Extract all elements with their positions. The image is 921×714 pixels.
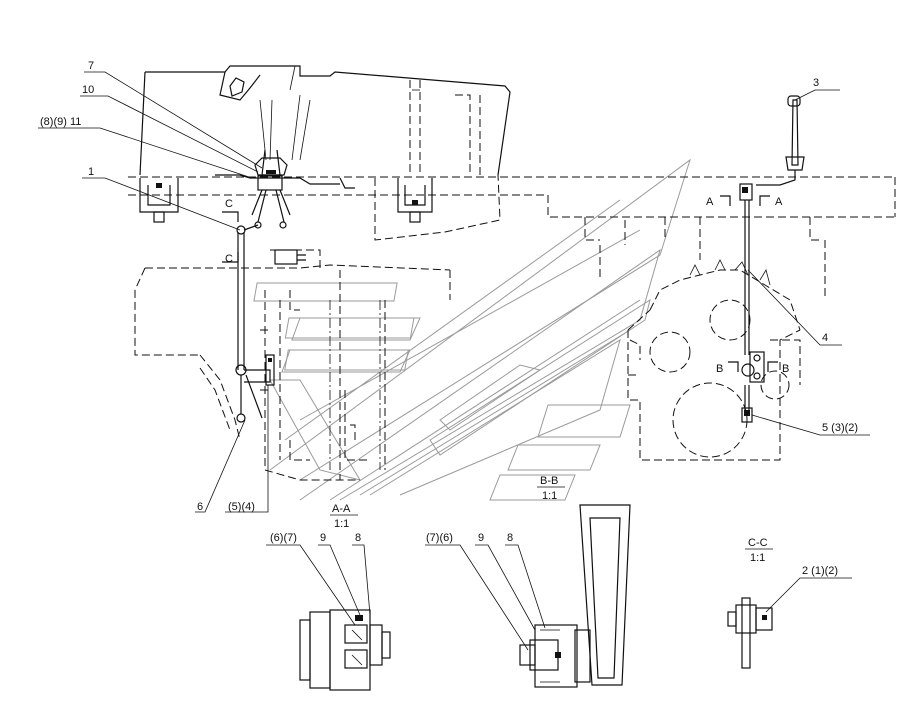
callout-3: 3 [813,77,819,89]
detail-a-callout-9: 9 [320,532,326,544]
callouts: 7 10 (8)(9) 11 1 6 (5)(4) 3 4 5 (3)(2) [38,60,870,513]
mount-bracket-left [139,178,179,223]
linkage-rod-left [235,224,275,423]
callout-1: 1 [88,166,94,178]
floor-plate-right [547,176,896,300]
section-marks: C C A A B B [222,195,789,375]
title-b-b-scale: 1:1 [542,490,557,502]
detail-c-c: 2 (1)(2) [727,565,852,669]
detail-c-callout-2-1-2: 2 (1)(2) [802,565,838,577]
title-c-c-scale: 1:1 [750,552,765,564]
callout-5-4: (5)(4) [228,501,255,513]
title-b-b: B-B [540,475,558,487]
section-a-right: A [775,196,783,208]
callout-5-3-2: 5 (3)(2) [822,422,858,434]
section-c-top: C [225,198,233,210]
background-watermark [253,158,691,501]
shift-lever-right [739,95,805,423]
callout-4: 4 [822,332,828,344]
detail-a-callout-8: 8 [355,532,361,544]
section-b-right: B [782,363,789,375]
section-titles: A-A 1:1 B-B 1:1 C-C 1:1 [330,475,773,564]
detail-a-callout-6-7: (6)(7) [270,532,297,544]
callout-10: 10 [82,84,94,96]
title-a-a-scale: 1:1 [334,518,349,530]
gear-train-right [627,259,801,461]
section-c-bottom: C [225,253,233,265]
callout-7: 7 [88,60,94,72]
shift-lever-assembly [251,149,291,229]
section-a-left: A [706,196,714,208]
section-b-left: B [716,363,723,375]
floor-plate-left [128,174,545,241]
detail-a-a: (6)(7) 9 8 [266,532,391,691]
title-c-c: C-C [748,537,768,549]
detail-b-callout-9: 9 [478,532,484,544]
cab-housing [139,65,511,176]
gearbox-left [134,249,451,481]
mount-bracket-middle [397,178,433,223]
detail-b-callout-8: 8 [507,532,513,544]
detail-b-callout-7-6: (7)(6) [426,532,453,544]
callout-8-9-11: (8)(9) 11 [40,116,81,128]
detail-b-b: (7)(6) 9 8 [425,504,631,688]
callout-6: 6 [197,501,203,513]
title-a-a: A-A [332,503,351,515]
